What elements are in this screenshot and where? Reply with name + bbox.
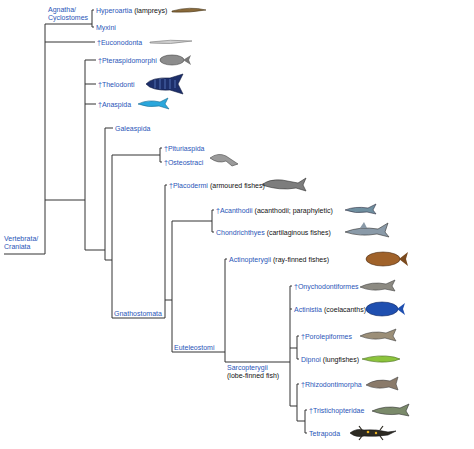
clade-name: Agnatha/ Cyclostomes: [48, 6, 88, 21]
common-name: (ray-finned fishes): [273, 256, 329, 263]
taxon-label: Agnatha/ Cyclostomes: [48, 6, 96, 22]
lamprey-picture: [172, 8, 206, 12]
thelodont-picture: [146, 74, 183, 94]
shark-picture: [345, 222, 389, 237]
taxon-label: Sarcopterygii: [227, 363, 268, 372]
clade-name: Sarcopterygii: [227, 364, 268, 371]
pteraspid-picture: [160, 55, 191, 65]
taxon-label: †Pteraspidomorphi: [98, 56, 157, 65]
taxon-label: Tetrapoda: [309, 429, 340, 438]
taxon-label: Vertebrata/ Craniata: [4, 235, 44, 251]
taxon-label: Euteleostomi: [174, 343, 214, 352]
taxon-label: †Euconodonta: [97, 38, 142, 47]
common-name: (coelacanths): [324, 306, 366, 313]
clade-name: †Pteraspidomorphi: [98, 57, 157, 64]
acanthodian-picture: [345, 204, 376, 214]
clade-name: †Placodermi: [169, 182, 208, 189]
clade-name: †Rhizodontimorpha: [301, 381, 362, 388]
tristichopterid-picture: [372, 404, 409, 416]
taxon-label: Myxini: [96, 23, 116, 32]
taxon-label: †Porolepiformes: [301, 332, 352, 341]
taxon-label: †Acanthodii(acanthodii; paraphyletic): [216, 206, 333, 215]
rhizodont-picture: [366, 377, 398, 390]
clade-name: †Thelodonti: [98, 81, 135, 88]
clade-name: Myxini: [96, 24, 116, 31]
taxon-label: Actinopterygii(ray-finned fishes): [229, 255, 329, 264]
taxon-label: †Rhizodontimorpha: [301, 380, 362, 389]
clade-name: Tetrapoda: [309, 430, 340, 437]
taxon-label: Actinistia(coelacanths): [294, 305, 366, 314]
taxon-label: †Tristichopteridae: [309, 406, 364, 415]
taxon-label: Galeaspida: [115, 124, 150, 133]
taxon-label: †Osteostraci: [164, 158, 203, 167]
clade-name: Euteleostomi: [174, 344, 214, 351]
taxon-label: †Pituriaspida: [164, 144, 204, 153]
clade-name: †Euconodonta: [97, 39, 142, 46]
common-name: (armoured fishes): [210, 182, 265, 189]
clade-name: †Tristichopteridae: [309, 407, 364, 414]
clade-name: Chondrichthyes: [216, 229, 265, 236]
taxon-label: Chondrichthyes(cartilaginous fishes): [216, 228, 331, 237]
clade-name: Hyperoartia: [96, 7, 132, 14]
tree-lines: [4, 10, 307, 433]
taxon-label: (lobe-finned fish): [227, 371, 279, 380]
common-name: (cartilaginous fishes): [267, 229, 331, 236]
clade-name: †Acanthodii: [216, 207, 253, 214]
clade-name: Vertebrata/ Craniata: [4, 235, 38, 250]
clade-name: Dipnoi: [301, 356, 321, 363]
osteostracan-picture: [210, 154, 238, 166]
clade-name: Actinistia: [294, 306, 322, 313]
carp-picture: [366, 252, 408, 266]
clade-name: †Anaspida: [98, 101, 131, 108]
taxon-label: †Thelodonti: [98, 80, 135, 89]
lungfish-picture: [362, 356, 400, 362]
onychodont-picture: [360, 280, 395, 291]
conodont-picture: [150, 40, 192, 43]
taxon-label: †Placodermi(armoured fishes): [169, 181, 265, 190]
common-name: (lungfishes): [323, 356, 359, 363]
common-name: (lobe-finned fish): [227, 372, 279, 379]
common-name: (lampreys): [134, 7, 167, 14]
salamander-picture: [350, 426, 396, 440]
taxon-label: Dipnoi(lungfishes): [301, 355, 359, 364]
taxon-label: Hyperoartia(lampreys): [96, 6, 167, 15]
coelacanth-picture: [366, 302, 405, 316]
taxon-label: Gnathostomata: [114, 309, 162, 318]
clade-name: Actinopterygii: [229, 256, 271, 263]
taxon-label: †Anaspida: [98, 100, 131, 109]
clade-name: †Onychodontiformes: [294, 283, 359, 290]
clade-name: †Porolepiformes: [301, 333, 352, 340]
placoderm-picture: [262, 178, 306, 191]
clade-name: †Osteostraci: [164, 159, 203, 166]
clade-name: †Pituriaspida: [164, 145, 204, 152]
common-name: (acanthodii; paraphyletic): [255, 207, 333, 214]
clade-name: Galeaspida: [115, 125, 150, 132]
porolepiform-picture: [360, 329, 396, 341]
anaspid-picture: [138, 98, 169, 109]
clade-name: Gnathostomata: [114, 310, 162, 317]
taxon-label: †Onychodontiformes: [294, 282, 359, 291]
